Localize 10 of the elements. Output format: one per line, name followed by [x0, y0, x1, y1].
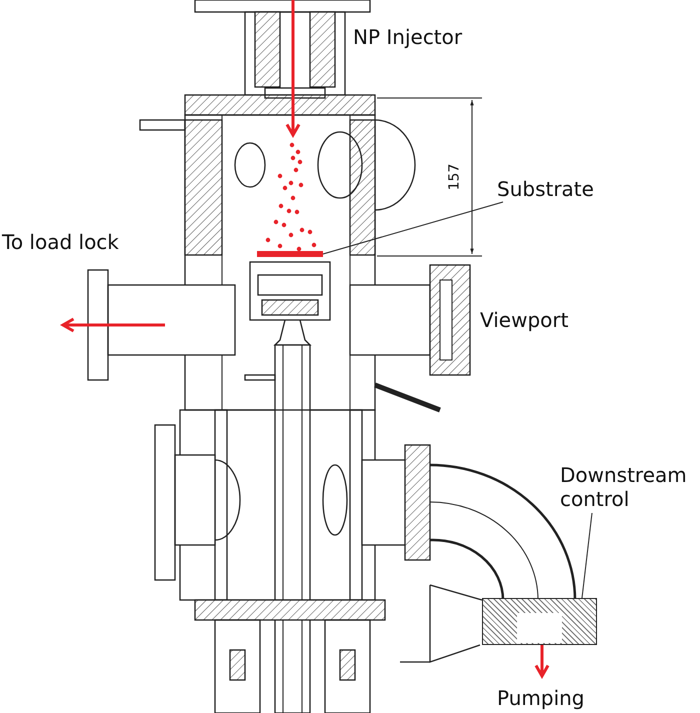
leader-line [582, 512, 592, 598]
direction-label: Pumping [497, 686, 584, 710]
leader-line [322, 202, 504, 254]
valve-flange [482, 598, 597, 645]
substrate-bar [257, 251, 323, 257]
part-label: Viewport [480, 308, 568, 332]
part-label: NP Injector [353, 25, 462, 49]
direction-label: To load lock [2, 230, 119, 254]
part-label: Substrate [497, 177, 594, 201]
part-label: Downstream control [560, 463, 690, 511]
